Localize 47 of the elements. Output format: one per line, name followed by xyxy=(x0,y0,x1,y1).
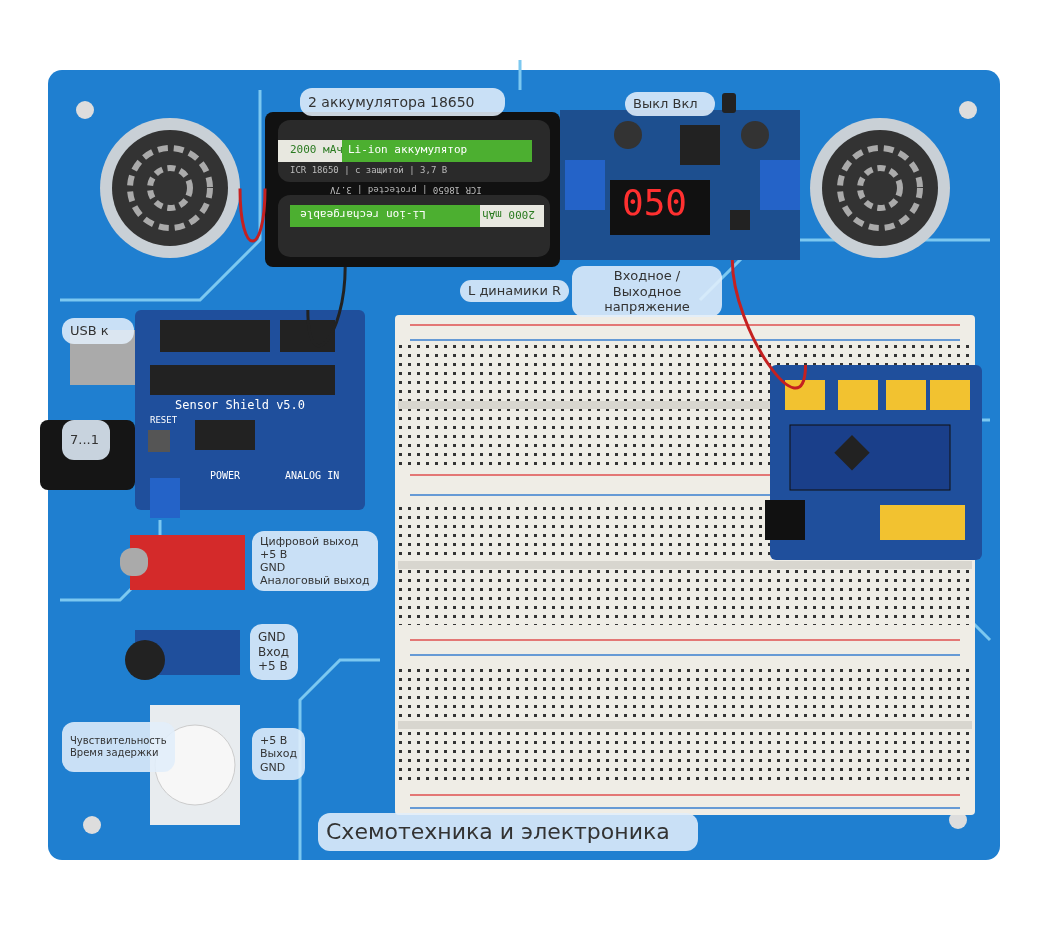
plate-text: Входное / Выходное напряжение xyxy=(603,268,691,315)
plate-text: Цифровой выход xyxy=(260,534,360,548)
plate-text: Чувствительность xyxy=(70,735,167,747)
wire xyxy=(238,188,267,243)
plate-text: 7...1 xyxy=(70,432,100,448)
plate-text: GND xyxy=(260,760,287,774)
plate-text: L динамики R xyxy=(468,283,561,299)
plate-text: GND xyxy=(258,630,287,645)
step-down-converter-drawing xyxy=(560,110,800,260)
printed-label: ICR 18650 | с защитой | 3,7 В xyxy=(290,165,448,175)
label-plate xyxy=(252,531,378,591)
label-plate xyxy=(62,318,134,344)
plate-text: Выкл Вкл xyxy=(633,96,699,112)
plate-text: Аналоговый выход xyxy=(260,574,370,588)
printed-label: RESET xyxy=(150,415,178,425)
printed-label: 2000 mAh xyxy=(482,208,535,221)
printed-label: Li-ion аккумулятор xyxy=(348,143,468,156)
speaker-drawing xyxy=(100,118,240,258)
label-plate xyxy=(250,624,298,680)
nano-shield-drawing xyxy=(765,365,982,560)
plate-text: Время задержки xyxy=(70,747,160,759)
plate-text: +5 В xyxy=(260,547,289,561)
printed-label: Sensor Shield v5.0 xyxy=(175,398,306,412)
plate-text: +5 В xyxy=(260,734,289,748)
label-plate xyxy=(252,728,306,780)
label-plate xyxy=(62,722,175,772)
printed-label: ANALOG IN xyxy=(285,470,340,481)
label-plate xyxy=(572,266,722,317)
label-plate xyxy=(625,92,715,116)
digit-display: 050 xyxy=(622,182,688,223)
plate-text: GND xyxy=(260,561,287,575)
printed-label: Li-ion rechargeable xyxy=(300,208,426,221)
label-plate xyxy=(318,813,698,851)
plate-text: 2 аккумулятора 18650 xyxy=(308,93,476,111)
label-plate xyxy=(300,88,505,116)
wire xyxy=(730,259,807,389)
printed-label: POWER xyxy=(210,470,241,481)
plate-text: USB к xyxy=(70,323,110,339)
printed-label: ICR 18650 | protected | 3.7V xyxy=(330,185,482,195)
plate-text: Выход xyxy=(260,747,298,761)
plate-text: +5 В xyxy=(258,659,289,674)
plate-text: Схемотехника и электроника xyxy=(326,818,671,846)
plate-text: Вход xyxy=(258,644,290,660)
printed-label: 2000 мАч xyxy=(290,143,343,156)
label-plate xyxy=(460,280,569,302)
battery-holder-drawing xyxy=(265,112,560,267)
label-plate xyxy=(62,420,110,460)
